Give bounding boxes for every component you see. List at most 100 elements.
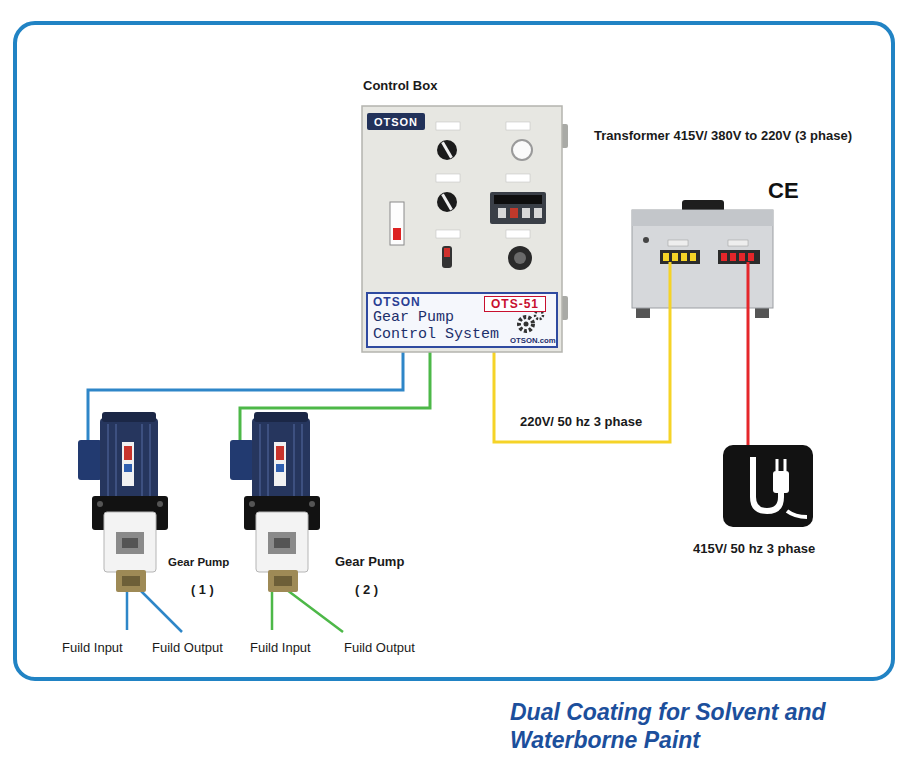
control-box-illustration-part — [514, 252, 526, 264]
callout-number: ( 1 ) — [191, 582, 214, 598]
control-box-illustration-part — [442, 246, 452, 268]
ce-mark: CE — [768, 179, 799, 203]
gear-pump-illustration-part — [78, 440, 102, 480]
control-box-illustration-part — [490, 192, 546, 224]
gear-pump-illustration-part — [256, 512, 308, 572]
power-supply: 415V/ 50 hz 3 phase — [690, 445, 830, 557]
control-box-illustration-part — [436, 230, 460, 238]
power-plug-icon-part — [787, 511, 807, 517]
gear-pump-illustration-part — [87, 412, 90, 442]
transformer-illustration-part — [739, 253, 745, 261]
control-box-illustration-part — [506, 174, 530, 182]
wire-label: 220V/ 50 hz 3 phase — [518, 414, 644, 430]
transformer-illustration-part — [632, 210, 773, 308]
logo-text: OTSON — [374, 116, 418, 128]
transformer-illustration-part — [748, 253, 754, 261]
nameplate: OTSONGear Pump Control SystemOTSON.com OT… — [366, 292, 558, 348]
port-label: Fuild Input — [250, 640, 311, 656]
control-box-illustration-part — [436, 122, 460, 130]
power-wire — [494, 318, 670, 442]
control-box-illustration-part — [437, 140, 457, 160]
port-label: Fuild Output — [152, 640, 223, 656]
control-box-illustration-part — [506, 230, 530, 238]
control-box-illustration-part — [437, 192, 457, 212]
gear-pump-illustration-part — [230, 440, 254, 480]
gear-pump-illustration-part — [100, 418, 158, 500]
transformer-illustration-part — [632, 210, 773, 226]
power-plug-icon — [723, 445, 813, 527]
gear-pump-illustration-part — [254, 412, 308, 422]
gear-pump-illustration-part — [252, 418, 310, 500]
gear-pump-illustration — [228, 412, 368, 602]
gear-pump-illustration-part — [122, 538, 138, 548]
gear-pump: Gear Pump( 2 ) — [228, 412, 408, 602]
gear-pump-illustration-part — [157, 501, 163, 507]
power-plug-icon-part — [723, 445, 813, 527]
product-name: Gear Pump Control System — [373, 309, 511, 343]
control-box-illustration-part — [534, 208, 542, 218]
gear-pump-illustration-part — [274, 538, 290, 548]
fluid-leader-line — [272, 590, 343, 632]
supply-rating: 415V/ 50 hz 3 phase — [693, 541, 815, 557]
gear-pump: Gear Pump( 1 ) — [76, 412, 216, 602]
power-plug-icon-part — [773, 471, 789, 493]
gear-icon-part — [535, 311, 543, 319]
fluid-leader-line — [127, 590, 182, 632]
transformer-illustration-part — [660, 250, 700, 264]
gear-pump-illustration — [76, 412, 216, 602]
control-box-illustration-part — [441, 193, 453, 210]
control-box-illustration-part — [512, 140, 532, 160]
control-box-illustration-part — [498, 208, 506, 218]
control-box-illustration-part — [436, 174, 460, 182]
control-box-illustration-part — [508, 246, 532, 270]
control-box-illustration-part — [510, 208, 518, 218]
transformer-illustration-part — [672, 253, 678, 261]
logo-badge: OTSON — [367, 113, 425, 130]
brand-text: OTSON — [373, 295, 421, 309]
transformer-illustration-part — [730, 253, 736, 261]
control-box-illustration-part — [494, 195, 542, 204]
transformer-illustration-part — [718, 250, 760, 264]
transformer-illustration-part — [643, 237, 649, 243]
model-number: OTS-51 — [491, 297, 539, 311]
transformer-illustration-part — [669, 262, 672, 318]
gear-pump-illustration-part — [274, 576, 292, 586]
web-address: OTSON.com — [510, 336, 556, 345]
transformer-illustration-part — [728, 240, 748, 246]
caption: Dual Coating for Solvent and Waterborne … — [510, 698, 905, 754]
gear-pump-illustration-part — [102, 412, 156, 422]
transformer-illustration — [592, 128, 874, 318]
model-badge: OTS-51 — [484, 296, 546, 312]
control-box: Control BoxOTSON OTSONGear Pump Control … — [360, 78, 568, 352]
cable-wire — [240, 352, 430, 412]
control-box-illustration-part — [522, 208, 530, 218]
port-label: Fuild Input — [62, 640, 123, 656]
transformer-illustration-part — [663, 253, 669, 261]
gear-pump-illustration-part — [260, 424, 302, 498]
transformer-illustration-part — [747, 262, 750, 318]
gear-pump-illustration-part — [276, 464, 284, 472]
transformer-illustration-part — [721, 253, 727, 261]
control-box-illustration-part — [506, 122, 530, 130]
gear-pump-illustration-part — [239, 412, 242, 442]
pump-name: Gear Pump — [168, 554, 229, 570]
gear-pump-illustration-part — [108, 424, 150, 498]
port-label: Fuild Output — [344, 640, 415, 656]
gear-icon-part — [524, 322, 529, 327]
gear-pump-illustration-part — [309, 501, 315, 507]
gear-pump-illustration-part — [116, 532, 144, 554]
control-box-illustration-part — [393, 228, 401, 240]
gear-pump-illustration-part — [122, 442, 134, 486]
transformer: Transformer 415V/ 380V to 220V (3 phase) — [592, 128, 874, 318]
gear-pump-illustration-part — [122, 576, 140, 586]
control-box-illustration-part — [444, 248, 450, 257]
control-box-illustration-part — [390, 202, 404, 245]
power-plug-icon-part — [777, 459, 785, 471]
gear-pump-illustration-part — [124, 446, 132, 460]
callout-number: ( 2 ) — [355, 582, 378, 598]
control-box-illustration-part — [441, 141, 453, 158]
power-wire — [747, 318, 750, 445]
frame-border — [15, 23, 893, 679]
